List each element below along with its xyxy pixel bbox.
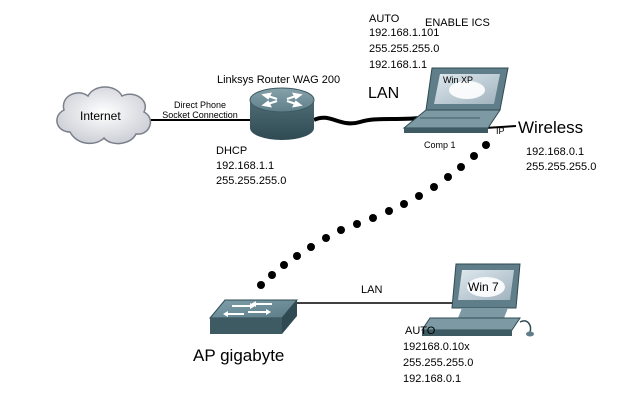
internet-cloud-icon: [56, 86, 152, 145]
comp1-gateway: 192.168.1.1: [369, 59, 428, 71]
laptop-comp1-icon: [402, 67, 509, 133]
wireless-ip: 192.168.0.1: [526, 146, 585, 158]
comp1-ip: 192.168.1.101: [369, 27, 440, 39]
win7-mask: 255.255.255.0: [403, 357, 474, 369]
comp1-mode: AUTO: [369, 13, 400, 25]
win7-screen-label: Win 7: [468, 280, 499, 294]
bottom-lan-label: LAN: [361, 284, 383, 296]
ap-label: AP gigabyte: [193, 346, 285, 365]
router-name: Linksys Router WAG 200: [217, 74, 341, 86]
comp1-name: Comp 1: [424, 140, 456, 150]
ap-switch-icon: [208, 299, 299, 334]
router-icon: [249, 87, 315, 140]
connection-label-line1: Direct Phone: [173, 100, 227, 110]
router-mode: DHCP: [216, 145, 248, 157]
router-mask: 255.255.255.0: [216, 175, 287, 187]
win7-mode: AUTO: [405, 325, 436, 337]
connection-label-line2: Socket Connection: [162, 110, 238, 120]
desktop-win7-icon: [421, 263, 534, 337]
wireless-label: Wireless: [518, 118, 584, 137]
top-lan-label: LAN: [368, 85, 400, 102]
comp1-port-label: IP: [496, 126, 505, 136]
internet-label: Internet: [80, 109, 121, 123]
router-comp1-lan-cable: [313, 114, 441, 126]
comp1-screen-label: Win XP: [443, 75, 474, 85]
wireless-stub-line: [484, 125, 517, 129]
win7-ip: 192168.0.10x: [403, 341, 470, 353]
router-ip: 192.168.1.1: [216, 160, 275, 172]
win7-gateway: 192.168.0.1: [403, 373, 462, 385]
wireless-dotted-link: [257, 141, 490, 289]
comp1-mask: 255.255.255.0: [369, 43, 440, 55]
comp1-ics: ENABLE ICS: [425, 17, 490, 29]
wireless-mask: 255.255.255.0: [526, 161, 597, 173]
